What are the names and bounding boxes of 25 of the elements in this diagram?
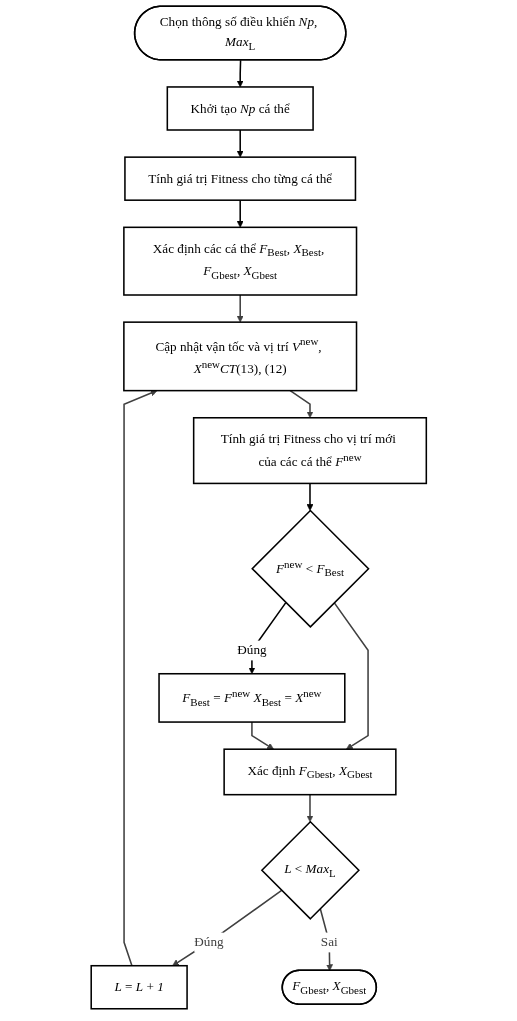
- arrow: [333, 601, 369, 750]
- node-box: Tính giá trị Fitness cho vị trí mới của các cá thể F$^{new}$: [192, 417, 427, 485]
- node-box: Khởi tạo Np cá thể: [166, 86, 314, 131]
- arrow: [319, 907, 333, 971]
- arrow: [306, 793, 314, 823]
- node-box: L = L + 1: [90, 964, 188, 1010]
- arrow: [289, 389, 314, 419]
- arrow: [123, 389, 158, 967]
- arrow: [306, 482, 314, 511]
- node-box: Xác định các cá thể F$_{Best}$, X$_{Best}$, F$_{Gbest}$, X$_{Gbest}$: [122, 226, 358, 296]
- arrow: [236, 129, 244, 158]
- node-box: Xác định F$_{Gbest}$, X$_{Gbest}$: [223, 748, 397, 796]
- edge-label: Sai: [320, 934, 338, 950]
- node-box: Cập nhật vận tốc và vị trí V$^{new}$, X$^{new}$CT(13), (12): [122, 321, 358, 392]
- node-box: F$_{Best}$ = F$^{new}$ X$_{Best}$ = X$^{new}$: [158, 672, 346, 723]
- node-box: Tính giá trị Fitness cho từng cá thể: [123, 156, 356, 201]
- edge-label: Đúng: [194, 934, 224, 950]
- node-diamond: L < Max$_{L}$: [260, 820, 360, 920]
- arrow: [236, 294, 244, 323]
- arrow: [236, 59, 244, 88]
- edge-label: Đúng: [237, 642, 267, 658]
- arrow: [236, 199, 244, 228]
- arrow: [171, 889, 283, 967]
- arrow: [250, 721, 274, 750]
- node-diamond: F$^{new}$ < F$_{Best}$: [250, 509, 370, 628]
